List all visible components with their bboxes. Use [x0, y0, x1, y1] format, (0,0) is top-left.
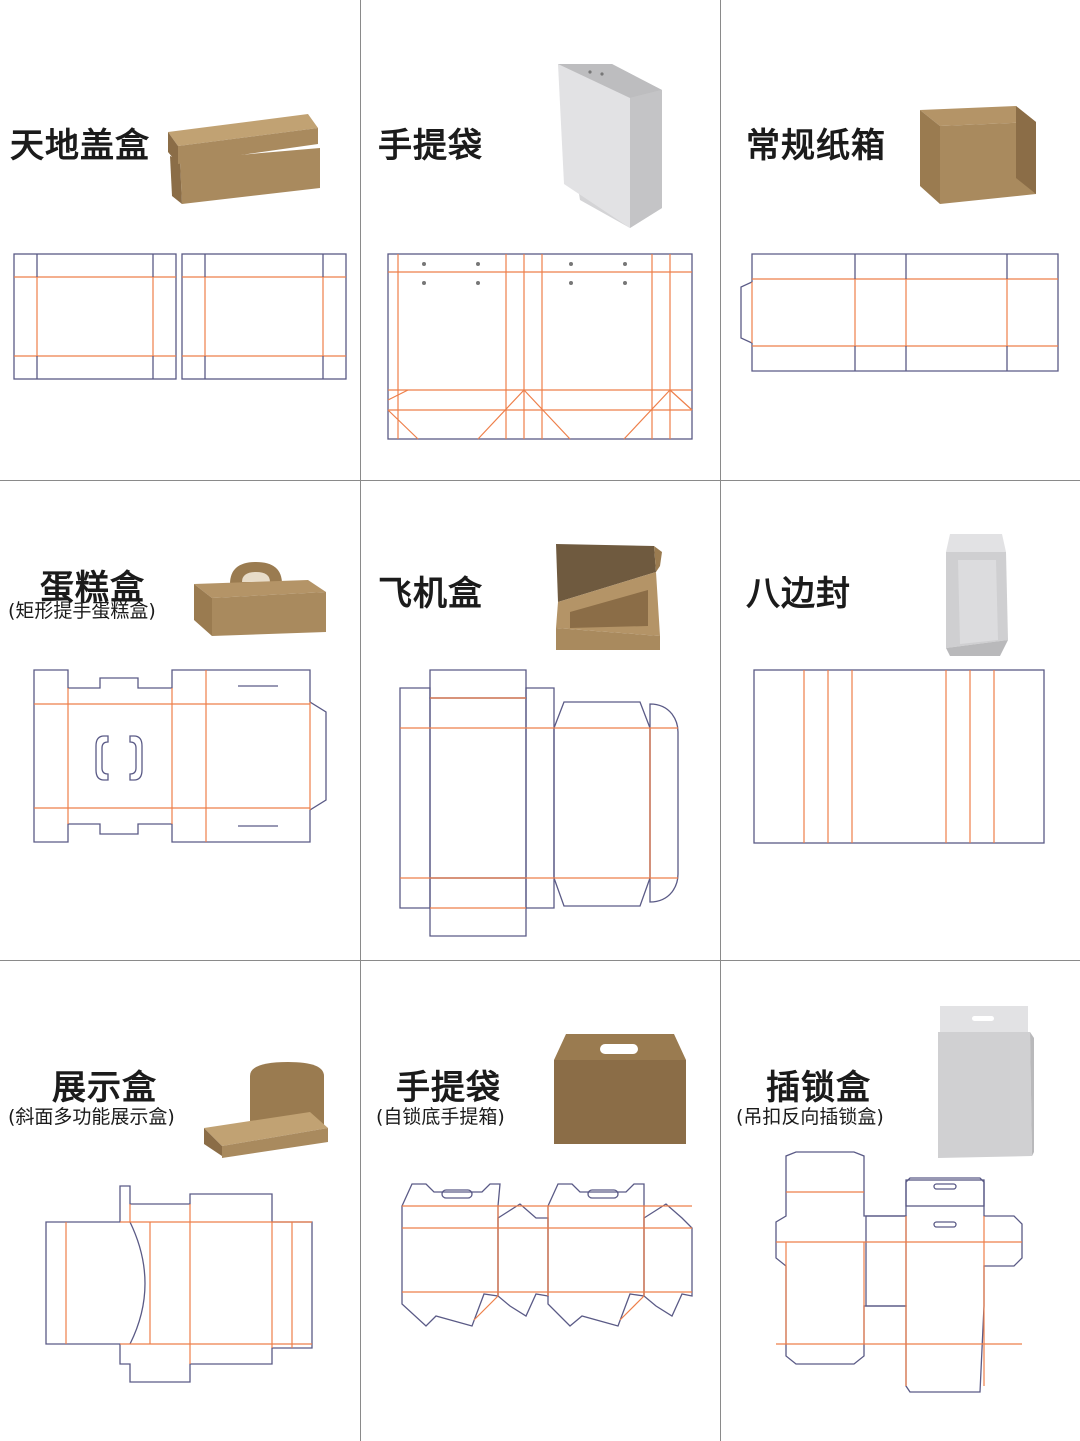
- cell-title: 手提袋: [378, 126, 483, 166]
- cell-carton: 常规纸箱: [720, 0, 1080, 480]
- grid-divider: [0, 960, 1080, 961]
- carton-image: [920, 106, 1036, 204]
- cell-handle-carton: 手提袋 (自锁底手提箱): [360, 960, 720, 1440]
- cell-title: 蛋糕盒: [40, 568, 145, 608]
- display-box-dieline: [45, 1185, 313, 1383]
- pouch-image: [946, 534, 1008, 656]
- cell-eight-side-seal: 八边封: [720, 480, 1080, 960]
- cake-box-dieline: [33, 669, 327, 843]
- cell-subtitle: (斜面多功能展示盒): [8, 1106, 175, 1128]
- carton-dieline: [740, 253, 1059, 372]
- lid-box-image: [168, 114, 320, 204]
- cell-lock-box: 插锁盒 (吊扣反向插锁盒): [720, 960, 1080, 1440]
- pouch-dieline: [753, 669, 1045, 844]
- display-box-image: [204, 1062, 328, 1158]
- cell-title: 飞机盒: [378, 574, 483, 614]
- handle-carton-image: [554, 1034, 686, 1144]
- tiandi-dieline: [13, 253, 347, 380]
- cell-title: 天地盖盒: [10, 126, 150, 166]
- handbag-dieline: [387, 253, 693, 440]
- cell-title: 插锁盒: [766, 1068, 871, 1108]
- cell-title: 常规纸箱: [746, 126, 886, 166]
- cell-subtitle: (自锁底手提箱): [376, 1106, 505, 1128]
- cell-tiandi-box: 天地盖盒: [0, 0, 360, 480]
- cell-cake-box: 蛋糕盒 (矩形提手蛋糕盒): [0, 480, 360, 960]
- lock-box-dieline: [775, 1151, 1023, 1393]
- cell-title: 八边封: [746, 574, 851, 614]
- mailer-box-image: [556, 544, 662, 650]
- cell-display-box: 展示盒 (斜面多功能展示盒): [0, 960, 360, 1440]
- mailer-box-dieline: [399, 669, 679, 937]
- paper-bag-image: [558, 64, 662, 228]
- grid-divider: [0, 480, 1080, 481]
- cell-title: 展示盒: [52, 1068, 157, 1108]
- cake-box-image: [194, 562, 326, 636]
- handle-carton-dieline: [401, 1183, 693, 1327]
- cell-title: 手提袋: [396, 1068, 501, 1108]
- hang-tab-box-image: [938, 1006, 1034, 1158]
- grid-divider: [360, 0, 361, 1441]
- cell-subtitle: (矩形提手蛋糕盒): [8, 600, 156, 622]
- cell-handbag: 手提袋: [360, 0, 720, 480]
- cell-mailer-box: 飞机盒: [360, 480, 720, 960]
- grid-divider: [720, 0, 721, 1441]
- cell-subtitle: (吊扣反向插锁盒): [736, 1106, 884, 1128]
